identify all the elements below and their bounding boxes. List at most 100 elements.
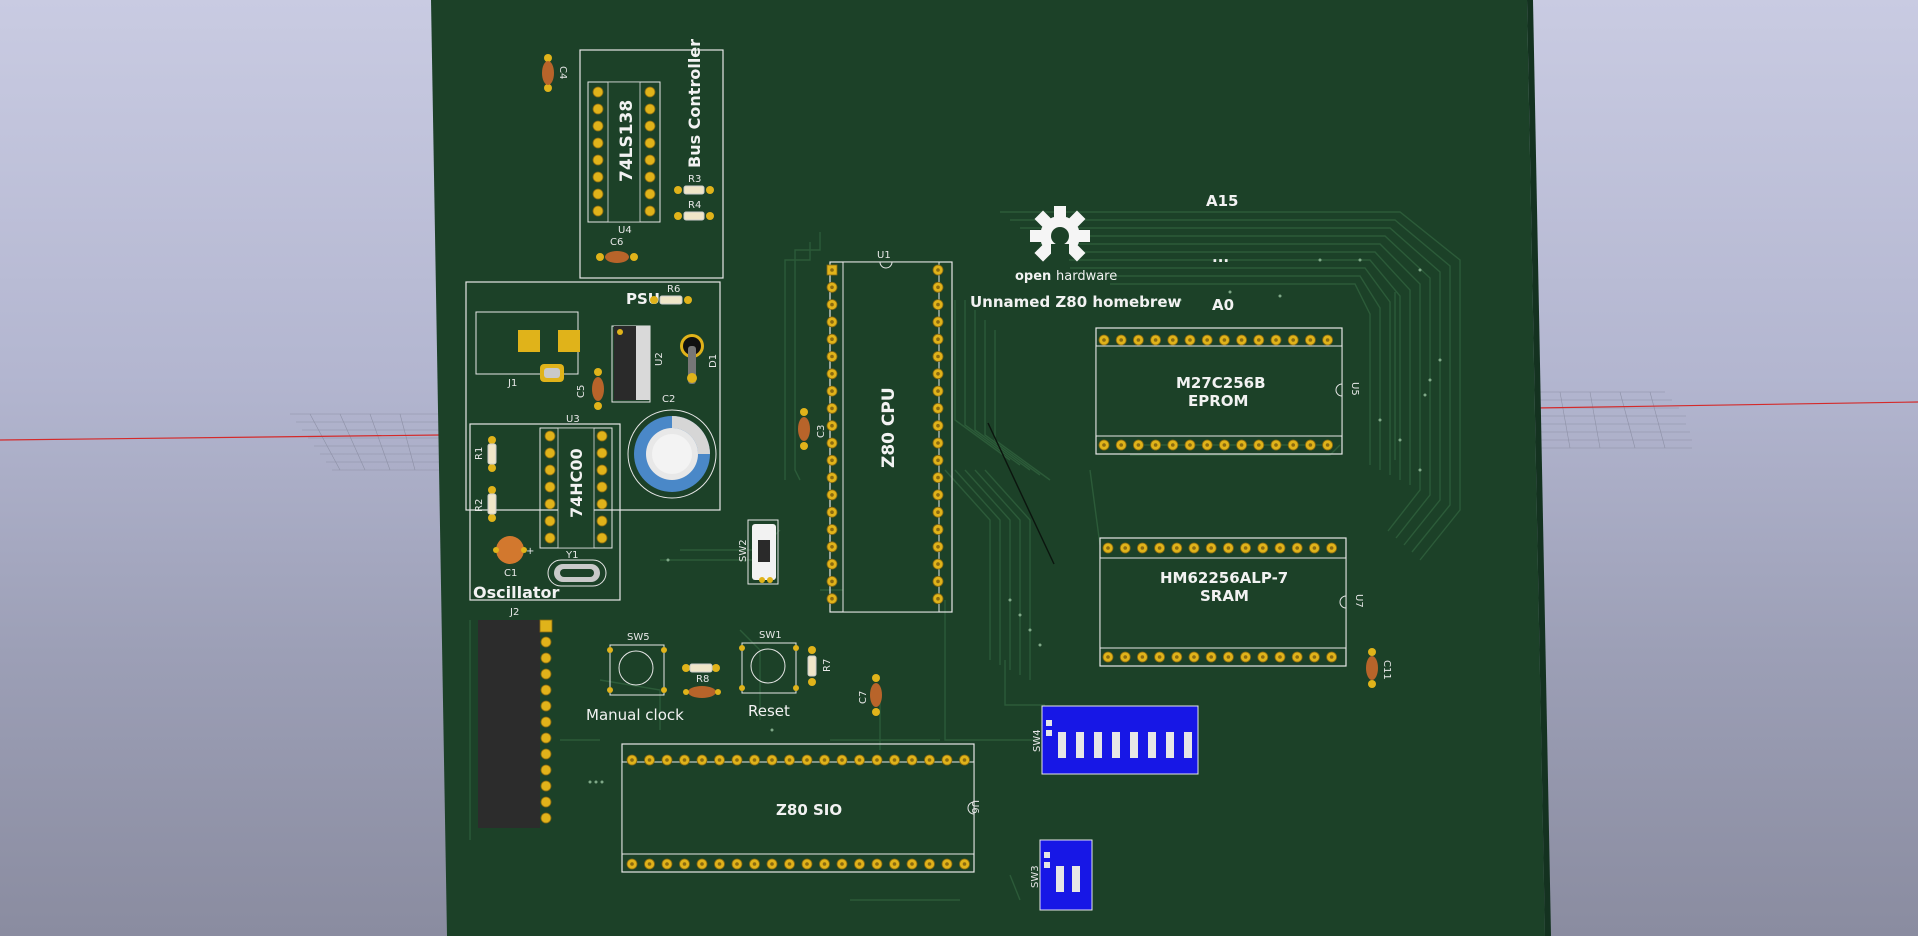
cpu-label: Z80 CPU <box>879 387 899 468</box>
pad-hole <box>682 862 687 866</box>
sram-u7[interactable]: HM62256ALP-7 SRAM U7 <box>1099 537 1364 667</box>
capacitor-c1[interactable]: + C1 <box>493 536 534 579</box>
pad-hole <box>936 475 940 480</box>
resistor-r4[interactable]: R4 <box>674 200 714 221</box>
svg-text:C4: C4 <box>557 66 568 79</box>
pad-hole <box>936 596 940 601</box>
pad-hole <box>1291 338 1295 342</box>
pad-hole <box>936 285 940 290</box>
capacitor-c6[interactable]: C6 <box>596 237 638 263</box>
pad-hole <box>700 862 704 866</box>
pad-hole <box>1325 338 1330 342</box>
pad-hole <box>830 389 834 393</box>
pad-hole <box>830 493 834 497</box>
pad-hole <box>875 862 879 866</box>
pad-hole <box>1106 546 1110 550</box>
pad-hole <box>830 579 834 584</box>
u5-ref: U5 <box>1349 382 1360 396</box>
z80-sio-u6[interactable]: Z80 SIO U6 <box>621 743 980 873</box>
pad-hole <box>665 862 669 866</box>
header-j2[interactable]: J2 <box>478 607 553 828</box>
cpu-pins <box>826 264 944 605</box>
regulator-u2[interactable]: U2 <box>611 325 665 403</box>
pad-hole <box>830 320 834 324</box>
svg-text:SW1: SW1 <box>759 630 782 641</box>
pad-hole <box>1243 546 1248 550</box>
manual-clock-label: Manual clock <box>586 706 684 724</box>
pad-hole <box>1136 443 1141 447</box>
pad-hole <box>1295 655 1299 659</box>
z80-cpu-u1[interactable]: U1 Z80 CPU <box>826 250 953 613</box>
pad-hole <box>840 862 844 866</box>
capacitor-c5[interactable]: C5 <box>576 368 604 410</box>
eprom-u5[interactable]: M27C256B EPROM U5 <box>1095 327 1360 455</box>
pad-hole <box>936 493 940 497</box>
pad-hole <box>830 510 834 514</box>
pad-hole <box>1325 443 1330 447</box>
diode-d1[interactable]: D1 <box>680 334 719 384</box>
pad-hole <box>936 302 940 307</box>
pad-hole <box>717 758 722 762</box>
capacitor-c4[interactable]: C4 <box>542 54 568 92</box>
switch-sw2[interactable]: SW2 <box>738 519 779 585</box>
switch-sw1-reset[interactable]: SW1 Reset <box>739 630 799 720</box>
pad-hole <box>936 510 940 514</box>
svg-text:R7: R7 <box>822 659 833 672</box>
pad-hole <box>857 862 862 866</box>
capacitor-c11[interactable]: C11 <box>1366 648 1392 688</box>
pad-hole <box>805 758 809 762</box>
pad-hole <box>857 758 862 762</box>
dip-switch-sw4[interactable]: SW4 <box>1032 705 1199 775</box>
pad-hole <box>936 268 940 272</box>
switch-sw5-manual-clock[interactable]: SW5 Manual clock <box>586 632 684 724</box>
resistor-r2[interactable]: R2 <box>474 486 497 522</box>
pad-hole <box>1243 655 1248 659</box>
pad-hole <box>1312 655 1317 659</box>
pad-hole <box>830 527 834 532</box>
resistor-r8[interactable]: R8 <box>682 663 721 698</box>
pad-hole <box>936 423 940 428</box>
vias <box>588 258 1442 784</box>
u3-pins <box>544 430 608 544</box>
bus-controller-section[interactable]: Bus Controller 74LS138 U4 R3 R4 C6 <box>579 39 724 279</box>
dip-switch-sw3[interactable]: SW3 <box>1030 839 1093 911</box>
pad-hole <box>1153 338 1158 342</box>
pad-hole <box>1123 546 1127 550</box>
pad-hole <box>700 758 704 762</box>
pad-hole <box>1205 338 1209 342</box>
capacitor-c3[interactable]: C3 <box>798 408 827 450</box>
resistor-r1[interactable]: R1 <box>474 436 497 472</box>
pad-hole <box>1136 338 1141 342</box>
resistor-r3[interactable]: R3 <box>674 174 714 195</box>
pad-hole <box>840 758 844 762</box>
svg-text:C11: C11 <box>1381 660 1392 680</box>
crystal-y1[interactable]: Y1 <box>547 550 607 587</box>
bus-label-a0: A0 <box>1212 296 1234 314</box>
pad-hole <box>936 562 940 566</box>
u3-ref: U3 <box>566 414 580 425</box>
pad-hole <box>647 758 652 762</box>
resistor-r6[interactable]: R6 <box>650 284 692 305</box>
pad-hole <box>1226 546 1231 550</box>
x-axis-line <box>0 434 441 441</box>
oscillator-section[interactable]: Oscillator 74HC00 U3 R1 R2 + C1 <box>469 414 621 602</box>
capacitor-c2[interactable]: C2 <box>627 394 717 499</box>
pad-hole <box>1123 655 1127 659</box>
svg-text:C3: C3 <box>816 425 827 438</box>
pad-hole <box>717 862 722 866</box>
u6-ref: U6 <box>969 800 980 814</box>
reset-label: Reset <box>748 702 790 720</box>
pad-hole <box>936 320 940 324</box>
pad-hole <box>1274 443 1278 447</box>
pad-hole <box>1308 443 1313 447</box>
pad-hole <box>1308 338 1313 342</box>
pad-hole <box>752 862 757 866</box>
pad-hole <box>787 862 792 866</box>
capacitor-c7[interactable]: C7 <box>858 674 882 716</box>
u4-pins <box>592 86 656 217</box>
sram-label-2: SRAM <box>1200 587 1249 605</box>
resistor-r7[interactable]: R7 <box>807 646 833 686</box>
pad-hole <box>647 862 652 866</box>
